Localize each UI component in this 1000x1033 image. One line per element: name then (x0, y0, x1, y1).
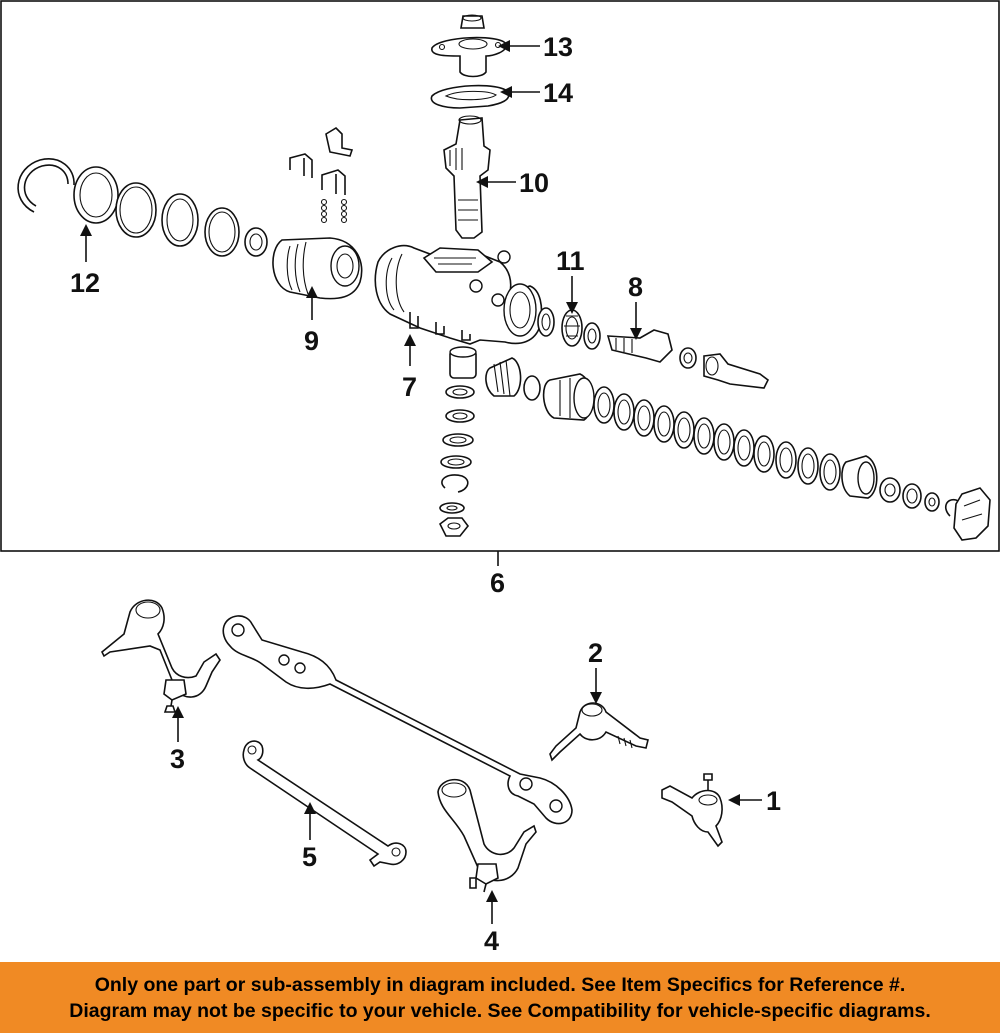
callout-6: 6 (490, 568, 505, 598)
part-7-gear-housing (374, 244, 543, 345)
callout-13: 13 (543, 32, 573, 62)
part-3-idler-arm (100, 599, 221, 713)
callout-leaders (80, 40, 762, 924)
part-10-sector-shaft (443, 115, 491, 239)
disclaimer-banner: Only one part or sub-assembly in diagram… (0, 962, 1000, 1033)
part-14-cover-gasket (430, 84, 510, 109)
callout-7: 7 (402, 372, 417, 402)
part-1-outer-tie-rod-end (661, 773, 723, 848)
part-5-tie-rod (242, 740, 407, 868)
part-4-pitman-arm (437, 778, 537, 893)
parts-diagram: 13 14 10 11 8 12 9 7 6 2 3 1 5 4 (0, 0, 1000, 956)
callout-12: 12 (70, 268, 100, 298)
callout-1: 1 (766, 786, 781, 816)
steering-gear-box-frame (0, 0, 1000, 552)
callout-14: 14 (543, 78, 573, 108)
part-2-tie-rod-end (549, 702, 649, 762)
callout-3: 3 (170, 744, 185, 774)
callout-10: 10 (519, 168, 549, 198)
part-8-valve-shaft (606, 329, 770, 389)
disclaimer-line-1: Only one part or sub-assembly in diagram… (94, 974, 906, 996)
callout-9: 9 (304, 326, 319, 356)
callout-5: 5 (302, 842, 317, 872)
callout-2: 2 (588, 638, 603, 668)
disclaimer-line-2: Diagram may not be specific to your vehi… (69, 1000, 931, 1022)
part-13-side-cover (431, 14, 507, 78)
worm-shaft-seal-stack (485, 357, 991, 541)
callout-11: 11 (556, 246, 585, 276)
callout-8: 8 (628, 272, 643, 302)
part-9-rack-piston (272, 126, 363, 300)
pitman-shaft-seal-stack (438, 346, 477, 537)
part-11-bearing (537, 307, 601, 350)
part-6-center-link (222, 615, 573, 825)
callout-4: 4 (484, 926, 499, 956)
part-12-seal-set (17, 158, 268, 257)
